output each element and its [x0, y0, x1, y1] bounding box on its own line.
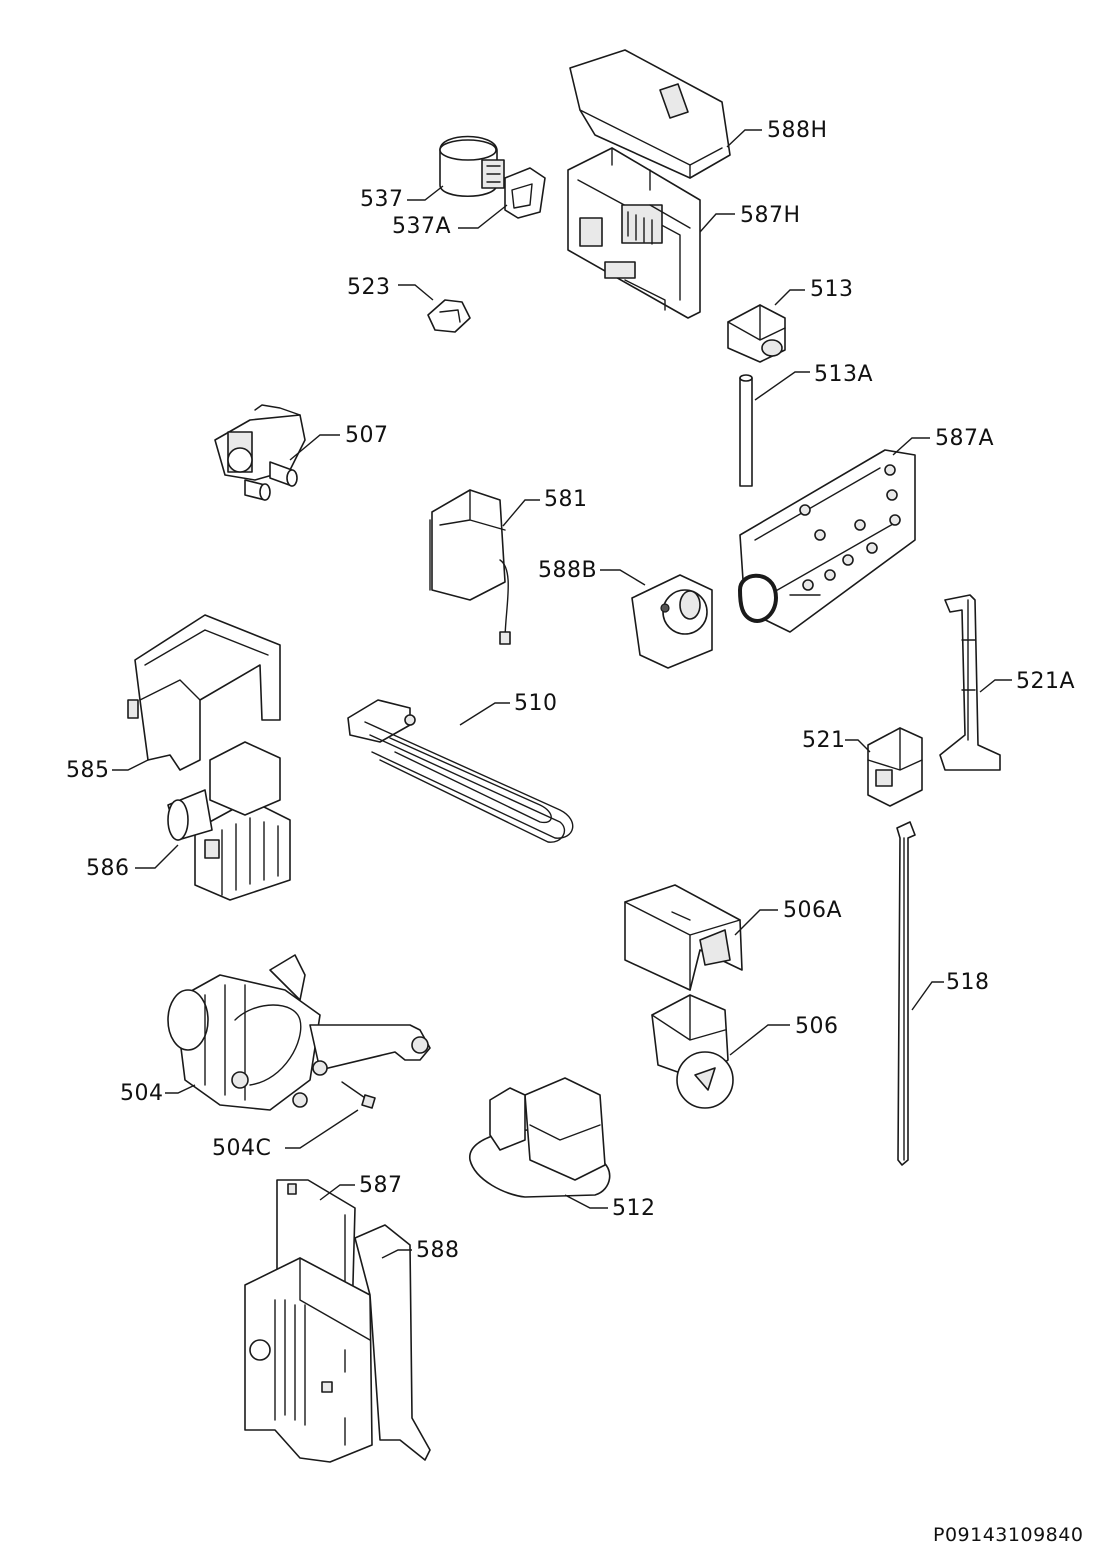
- label-510: 510: [514, 691, 558, 716]
- leader-587H: [699, 213, 735, 233]
- part-521A-bracket: [939, 594, 1001, 771]
- label-504: 504: [120, 1081, 164, 1106]
- part-587A-panel-board: [737, 449, 916, 633]
- label-588B: 588B: [538, 558, 598, 583]
- label-523: 523: [347, 275, 391, 300]
- leader-504: [165, 1084, 196, 1094]
- label-506: 506: [795, 1014, 839, 1039]
- leader-588H: [726, 129, 762, 148]
- label-587: 587: [359, 1173, 403, 1198]
- leader-521: [845, 739, 871, 753]
- leader-513: [774, 289, 805, 306]
- leader-586: [135, 844, 179, 869]
- label-521A: 521A: [1016, 669, 1076, 694]
- label-521: 521: [802, 728, 846, 753]
- part-512-latch: [469, 1077, 611, 1198]
- label-537A: 537A: [392, 214, 452, 239]
- part-521-door-lock: [867, 727, 923, 807]
- label-518: 518: [946, 970, 990, 995]
- part-523-clip: [427, 299, 471, 333]
- leader-588: [381, 1249, 412, 1259]
- part-581-module: [429, 489, 511, 645]
- label-588: 588: [416, 1238, 460, 1263]
- part-587H-board-housing: [567, 147, 701, 319]
- label-513: 513: [810, 277, 854, 302]
- leader-537: [407, 185, 444, 201]
- leader-521A: [979, 679, 1012, 693]
- leader-587A: [892, 437, 930, 456]
- leader-587: [319, 1184, 355, 1201]
- part-506-drain-pump: [651, 994, 734, 1109]
- label-585: 585: [66, 758, 110, 783]
- part-506A-pump-cover: [624, 884, 743, 991]
- part-513A-rod: [739, 374, 753, 487]
- part-513-switch: [727, 304, 786, 363]
- leader-506A: [734, 909, 778, 936]
- label-507: 507: [345, 423, 389, 448]
- label-587H: 587H: [740, 203, 801, 228]
- label-504C: 504C: [212, 1136, 272, 1161]
- label-587A: 587A: [935, 426, 995, 451]
- leader-512: [564, 1194, 608, 1209]
- part-504C-screw: [341, 1081, 376, 1109]
- leader-581: [502, 499, 540, 527]
- leader-588B: [600, 569, 646, 586]
- leader-537A: [458, 204, 508, 229]
- leader-585: [112, 759, 149, 771]
- part-586-controller: [167, 741, 291, 901]
- leader-523: [398, 284, 434, 301]
- label-537: 537: [360, 187, 404, 212]
- part-588-board-housing: [244, 1224, 431, 1463]
- leader-507: [289, 434, 340, 461]
- leader-518: [911, 981, 944, 1011]
- part-537-capacitor: [439, 135, 505, 198]
- label-586: 586: [86, 856, 130, 881]
- part-537A-clip: [504, 167, 546, 219]
- part-504-motor: [167, 954, 431, 1111]
- drawing-reference-number: P09143109840: [933, 1524, 1084, 1546]
- part-510-heating-element: [347, 699, 574, 843]
- part-588H-cover: [569, 49, 731, 179]
- label-512: 512: [612, 1196, 656, 1221]
- label-581: 581: [544, 487, 588, 512]
- leader-510: [459, 702, 510, 726]
- label-506A: 506A: [783, 898, 843, 923]
- part-588B-pressure-switch: [631, 574, 713, 669]
- label-513A: 513A: [814, 362, 874, 387]
- leader-513A: [754, 371, 810, 401]
- part-518-wire: [896, 821, 916, 1166]
- leader-506: [729, 1024, 790, 1056]
- label-588H: 588H: [767, 118, 828, 143]
- part-507-inlet-valve: [214, 404, 306, 501]
- leader-504C: [285, 1109, 359, 1149]
